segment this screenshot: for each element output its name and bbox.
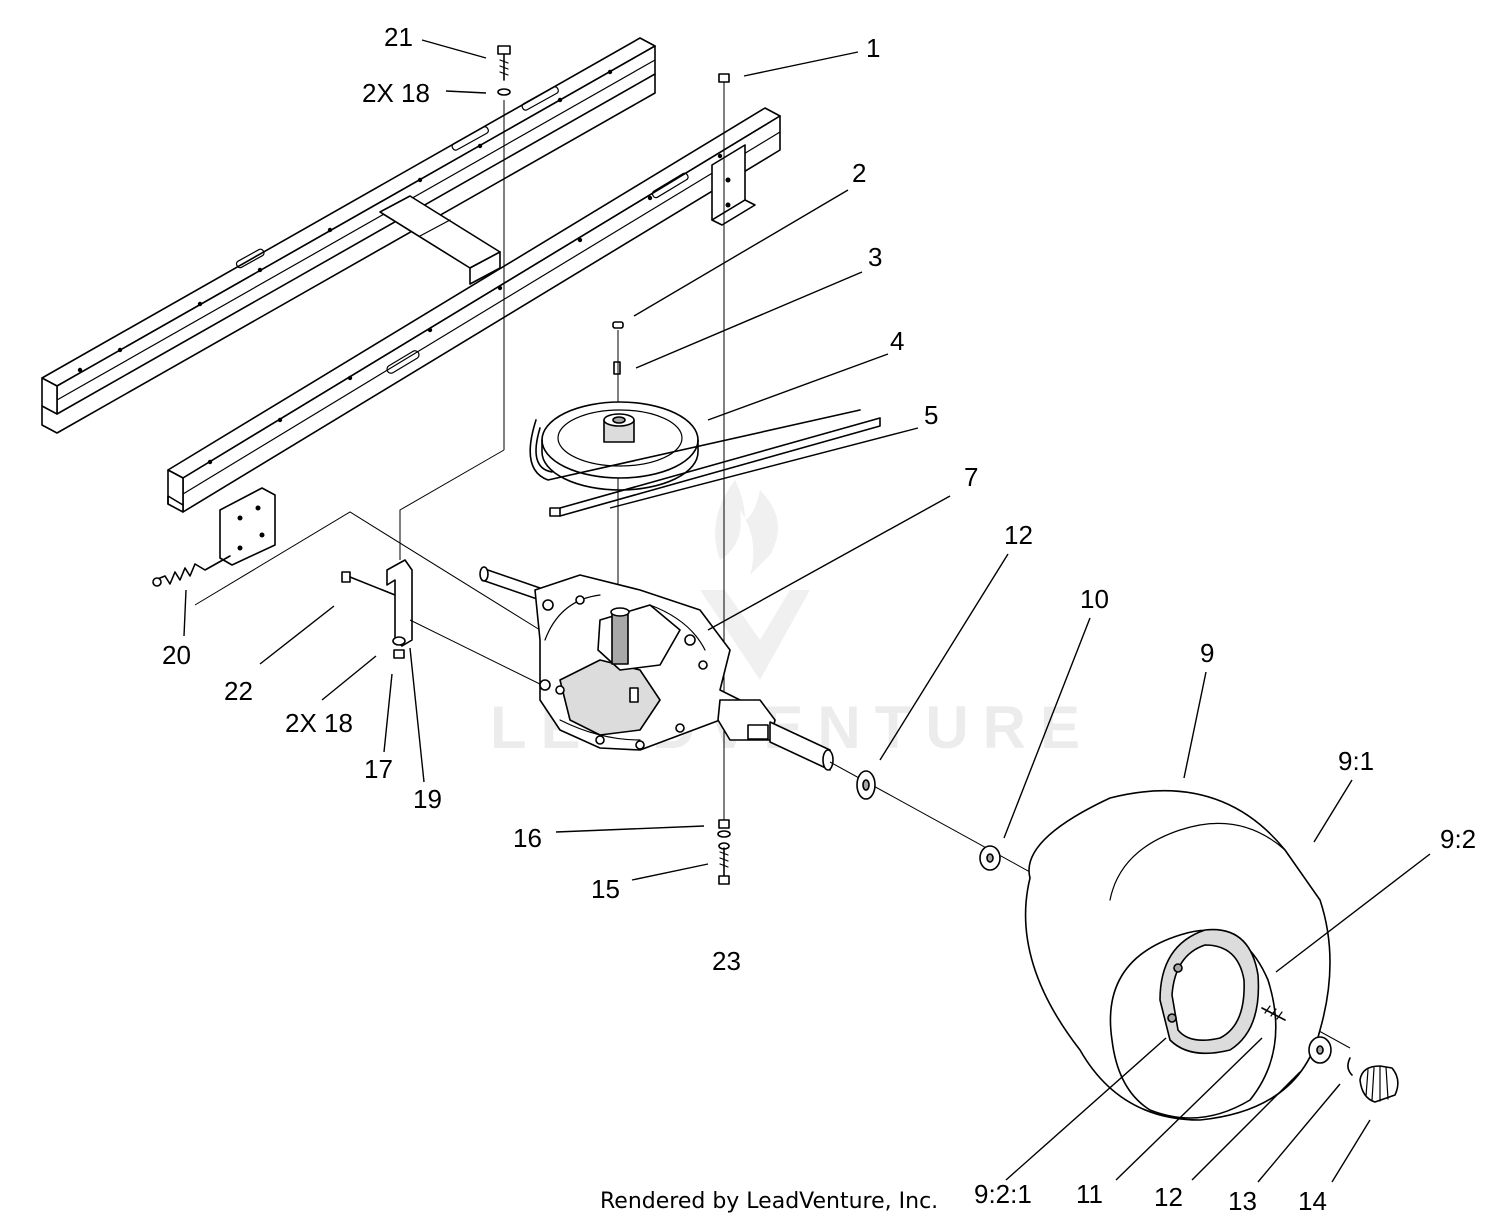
callout-5: 5 — [924, 400, 938, 430]
bolt-22 — [341, 571, 396, 596]
callout-14: 14 — [1298, 1186, 1327, 1216]
callout-16: 16 — [513, 823, 542, 853]
bolt-21-top — [497, 45, 511, 96]
chevron-logo-icon — [700, 590, 810, 680]
callout-12-lower: 12 — [1154, 1182, 1183, 1212]
bolt-axis-22 — [409, 619, 549, 689]
washer-16 — [717, 819, 731, 838]
callout-15: 15 — [591, 874, 620, 904]
callout-12-upper: 12 — [1004, 520, 1033, 550]
callout-21: 21 — [384, 22, 413, 52]
callout-9-2-1: 9:2:1 — [974, 1179, 1032, 1209]
callout-labels: 1 21 2X 18 2 3 4 5 7 12 10 9 9:1 9:2 20 … — [162, 22, 1476, 1216]
callout-9-1: 9:1 — [1338, 746, 1374, 776]
nut-17 — [393, 649, 405, 659]
callout-10: 10 — [1080, 584, 1109, 614]
bracket-19 — [386, 559, 413, 647]
frame-bracket — [711, 144, 756, 226]
washer-12-inner — [856, 770, 876, 800]
key-2 — [612, 321, 624, 329]
nut-1 — [718, 73, 730, 83]
flame-logo-icon — [715, 480, 778, 575]
callout-2: 2 — [852, 158, 866, 188]
callout-1: 1 — [866, 33, 880, 63]
callout-11: 11 — [1076, 1179, 1103, 1209]
callout-23: 23 — [712, 946, 741, 976]
wheel-9 — [1024, 789, 1331, 1121]
callout-2x18-top: 2X 18 — [362, 78, 430, 108]
footer-credit: Rendered by LeadVenture, Inc. — [600, 1189, 938, 1214]
frame-rail-left — [41, 37, 656, 434]
clip-13 — [1347, 1057, 1353, 1076]
callout-13: 13 — [1228, 1186, 1257, 1216]
callout-19: 19 — [413, 784, 442, 814]
spring-axis — [194, 511, 541, 631]
transaxle-7 — [479, 566, 834, 771]
key-3 — [613, 361, 621, 375]
callout-20: 20 — [162, 640, 191, 670]
cap-14 — [1359, 1065, 1399, 1103]
washer-10 — [979, 845, 1001, 871]
bolt-axis-21-lower — [399, 449, 505, 560]
washer-18-lower — [392, 636, 406, 646]
washer-12-outer — [1308, 1036, 1332, 1064]
callout-4: 4 — [890, 326, 904, 356]
callout-17: 17 — [364, 754, 393, 784]
bolt-15 — [718, 842, 730, 885]
callout-2x18-lower: 2X 18 — [285, 708, 353, 738]
frame-cross-member — [379, 195, 501, 285]
callout-7: 7 — [964, 462, 978, 492]
callout-9-2: 9:2 — [1440, 824, 1476, 854]
callout-9: 9 — [1200, 638, 1214, 668]
callout-3: 3 — [868, 242, 882, 272]
pulley-4 — [541, 401, 699, 491]
spring-20 — [152, 555, 231, 587]
key-11 — [1261, 1005, 1286, 1021]
frame-rail-right — [167, 107, 781, 513]
belt-5 — [529, 409, 881, 517]
callout-22: 22 — [224, 676, 253, 706]
idler-plate — [219, 487, 276, 566]
leader-lines — [183, 39, 1431, 1183]
